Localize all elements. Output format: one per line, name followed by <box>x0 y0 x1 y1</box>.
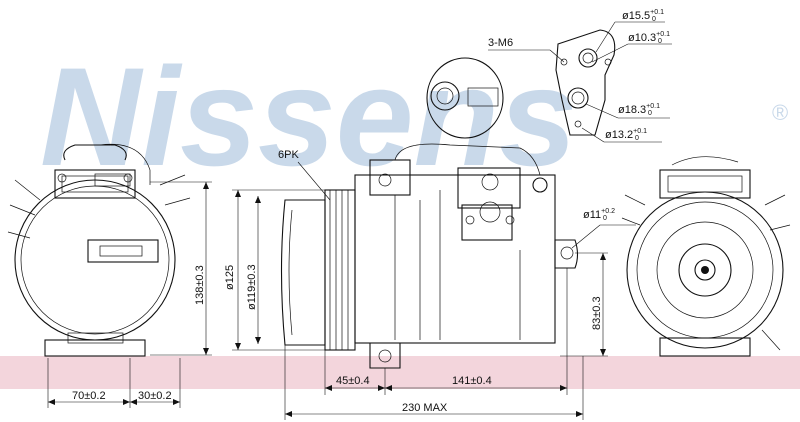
dim-length-45: 45±0.4 <box>336 375 370 387</box>
dim-height-138: 138±0.3 <box>194 265 206 305</box>
left-side-view <box>7 143 191 357</box>
dim-length-230: 230 MAX <box>402 402 448 414</box>
dim-length-141: 141±0.4 <box>452 375 492 387</box>
bolts-label: 3-M6 <box>488 37 513 49</box>
right-front-view <box>621 156 791 357</box>
dim-pulley-125: ø125 <box>224 265 236 290</box>
dim-pulley-119: ø119±0.3 <box>246 264 258 310</box>
registered-mark: ® <box>772 100 788 125</box>
dim-width-70: 70±0.2 <box>72 390 106 402</box>
watermark-text: Nissens <box>40 38 577 195</box>
dim-width-30: 30±0.2 <box>138 390 172 402</box>
port-detail <box>426 29 616 139</box>
belt-label: 6PK <box>278 149 299 161</box>
dim-height-83: 83±0.3 <box>591 296 603 330</box>
front-pulley-view <box>280 143 579 369</box>
